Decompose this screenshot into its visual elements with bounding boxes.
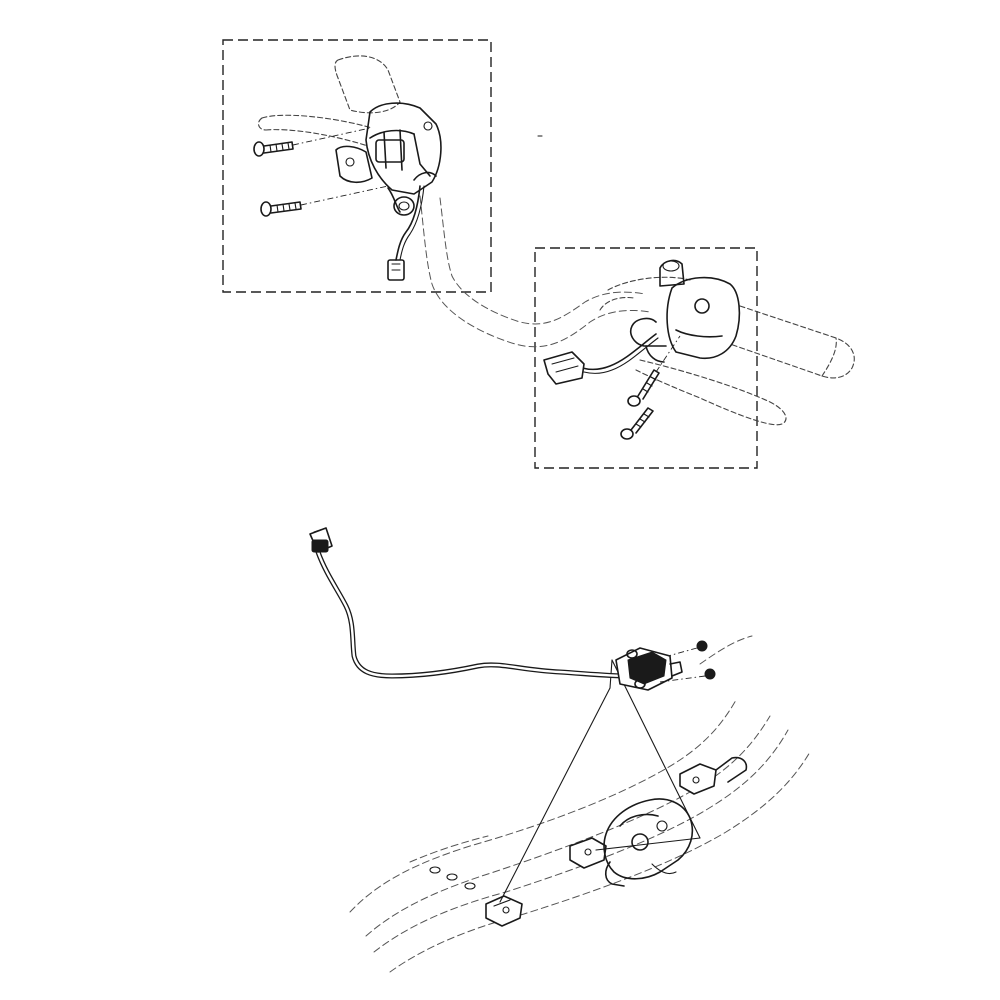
left-switch-housing — [335, 102, 442, 216]
left-lower-screw — [260, 185, 389, 217]
brake-switch-screw-lower — [659, 668, 716, 683]
right-switch-wire — [543, 333, 659, 385]
wire-connector — [309, 527, 333, 553]
left-grip — [257, 55, 401, 147]
brake-switch-screw-upper — [667, 640, 708, 657]
handlebar-assembly-view — [222, 39, 855, 469]
callout-leaders — [499, 659, 701, 903]
frame-outline — [349, 635, 811, 973]
frame-bracket-upper — [679, 756, 748, 795]
right-upper-screw — [627, 335, 681, 407]
right-lower-screw — [620, 407, 654, 440]
brake-switch-wire — [315, 549, 631, 679]
frame-bracket-lower — [485, 895, 523, 927]
right-grip — [635, 305, 855, 426]
rear-brake-caliper — [603, 798, 694, 887]
left-upper-screw — [253, 127, 371, 157]
frame-bracket-mid — [569, 837, 607, 869]
brake-switch-body — [615, 647, 683, 691]
rear-brake-switch-view — [309, 527, 811, 973]
left-detail-box — [222, 39, 492, 293]
right-switch-housing — [599, 259, 741, 363]
handlebar-tube — [419, 195, 651, 348]
left-switch-wire — [387, 185, 425, 281]
right-detail-box — [534, 247, 758, 469]
